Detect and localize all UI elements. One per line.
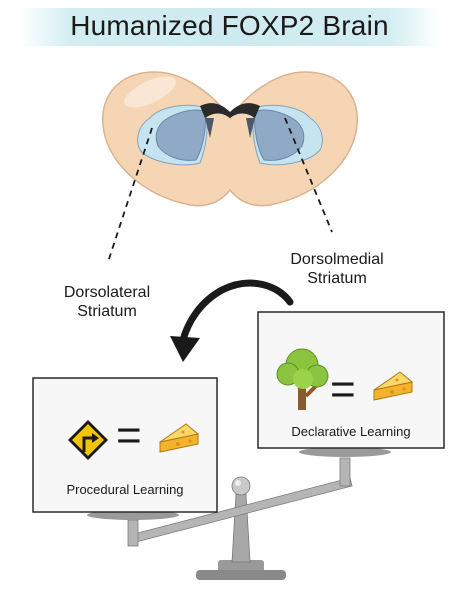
procedural-caption: Procedural Learning bbox=[33, 482, 217, 497]
brain-section-icon bbox=[103, 70, 358, 205]
declarative-equals: = bbox=[330, 368, 356, 412]
dorsolateral-label: Dorsolateral Striatum bbox=[26, 283, 188, 321]
declarative-caption: Declarative Learning bbox=[258, 424, 444, 439]
dorsomedial-label: Dorsolmedial Striatum bbox=[254, 250, 420, 288]
procedural-equals: = bbox=[116, 414, 142, 458]
